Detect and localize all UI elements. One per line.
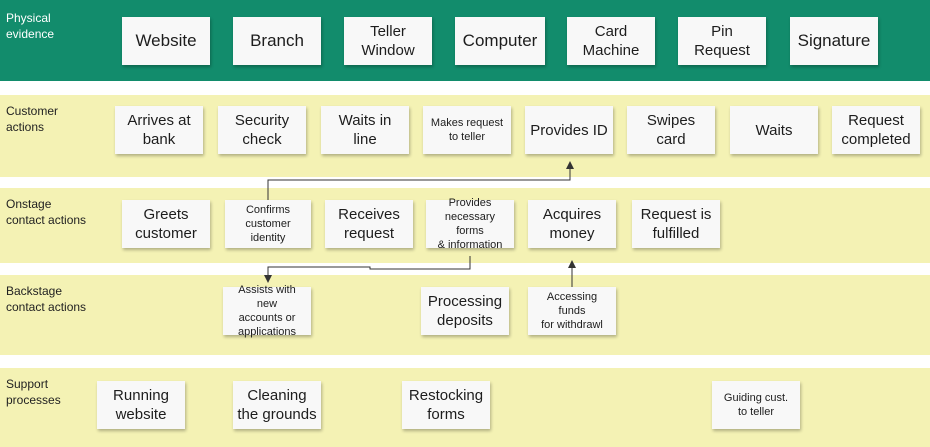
note-acquires-money[interactable]: Acquires money — [528, 200, 616, 248]
note-assists-new-accounts[interactable]: Assists with new accounts or application… — [223, 284, 311, 338]
note-teller-window[interactable]: Teller Window — [344, 17, 432, 65]
note-arrives-at-bank[interactable]: Arrives at bank — [115, 106, 203, 154]
note-signature[interactable]: Signature — [790, 17, 878, 65]
note-security-check[interactable]: Security check — [218, 106, 306, 154]
lane-label: Physical evidence — [6, 11, 55, 41]
note-card-machine[interactable]: Card Machine — [567, 17, 655, 65]
note-request-completed[interactable]: Request completed — [832, 106, 920, 154]
note-cleaning-grounds[interactable]: Cleaning the grounds — [233, 381, 321, 429]
note-processing-deposits[interactable]: Processing deposits — [421, 287, 509, 335]
note-waits-in-line[interactable]: Waits in line — [321, 106, 409, 154]
note-accessing-funds[interactable]: Accessing funds for withdrawl — [528, 287, 616, 335]
lane-label: Backstage contact actions — [6, 284, 87, 314]
note-confirms-customer-identity[interactable]: Confirms customer identity — [225, 200, 311, 248]
note-waits[interactable]: Waits — [730, 106, 818, 154]
note-request-fulfilled[interactable]: Request is fulfilled — [632, 200, 720, 248]
note-swipes-card[interactable]: Swipes card — [627, 106, 715, 154]
note-makes-request-to-teller[interactable]: Makes request to teller — [423, 106, 511, 154]
note-pin-request[interactable]: Pin Request — [678, 17, 766, 65]
note-receives-request[interactable]: Receives request — [325, 200, 413, 248]
note-branch[interactable]: Branch — [233, 17, 321, 65]
lane-label: Support processes — [6, 377, 61, 407]
note-greets-customer[interactable]: Greets customer — [122, 200, 210, 248]
lane-label: Onstage contact actions — [6, 197, 87, 227]
note-computer[interactable]: Computer — [455, 17, 545, 65]
note-restocking-forms[interactable]: Restocking forms — [402, 381, 490, 429]
note-website[interactable]: Website — [122, 17, 210, 65]
note-running-website[interactable]: Running website — [97, 381, 185, 429]
note-guiding-customer[interactable]: Guiding cust. to teller — [712, 381, 800, 429]
note-provides-id[interactable]: Provides ID — [525, 106, 613, 154]
lane-label: Customer actions — [6, 104, 59, 134]
note-provides-forms[interactable]: Provides necessary forms & information — [426, 197, 514, 251]
